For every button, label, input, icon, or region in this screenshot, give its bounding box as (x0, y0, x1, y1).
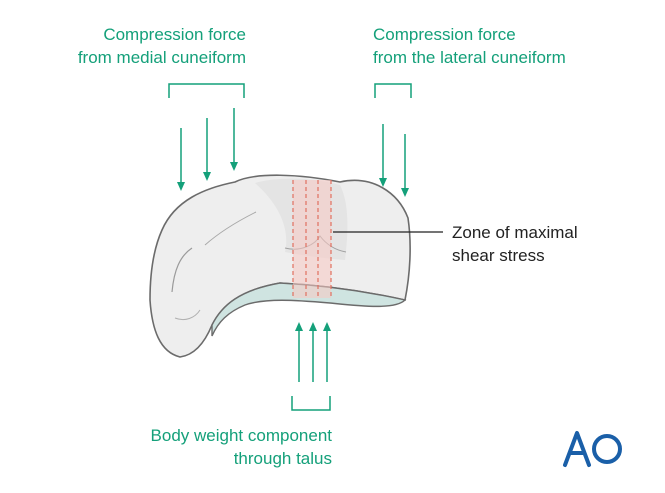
arrow-head (230, 162, 238, 171)
lateral-force-label: Compression force from the lateral cunei… (373, 23, 613, 69)
medial-force-label: Compression force from medial cuneiform (30, 23, 246, 69)
body-weight-bracket (292, 396, 330, 410)
arrow-head (203, 172, 211, 181)
shear-zone-label: Zone of maximal shear stress (452, 221, 632, 267)
logo-letter-a (565, 433, 589, 465)
medial-force-arrows (169, 84, 244, 191)
logo-letter-o (594, 436, 620, 462)
arrow-head (177, 182, 185, 191)
navicular-bone (150, 175, 410, 357)
medial-bracket (169, 84, 244, 98)
arrow-head (295, 322, 303, 331)
body-weight-arrows (292, 322, 331, 410)
body-weight-label: Body weight component through talus (90, 424, 332, 470)
lateral-bracket (375, 84, 411, 98)
shear-stress-zone (293, 180, 331, 298)
ao-logo (562, 428, 624, 473)
arrow-head (323, 322, 331, 331)
arrow-head (401, 188, 409, 197)
lateral-force-arrows (375, 84, 411, 197)
arrow-head (309, 322, 317, 331)
shear-zone-band (293, 180, 331, 298)
